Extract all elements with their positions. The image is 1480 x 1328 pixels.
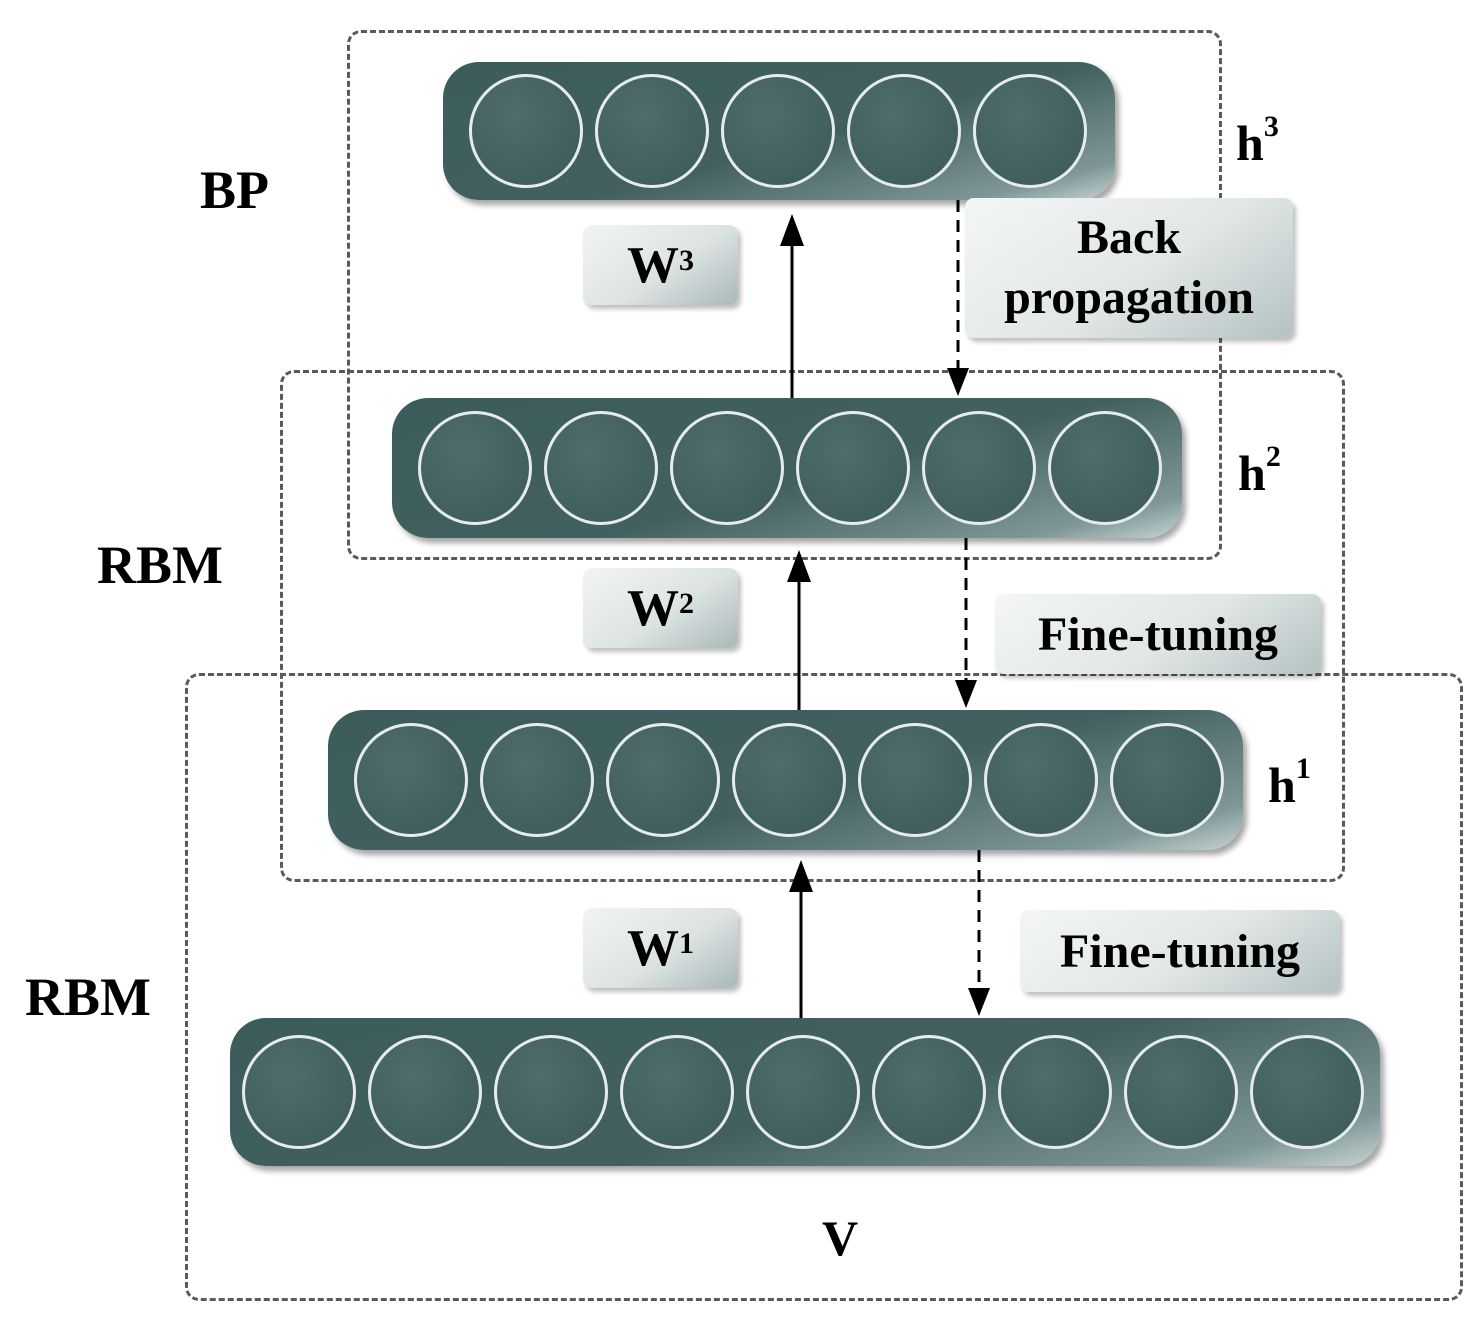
neuron <box>922 411 1036 525</box>
rbm-upper-group-box <box>280 370 1345 882</box>
rbm-upper-label: RBM <box>97 535 223 595</box>
neuron <box>796 411 910 525</box>
neuron <box>242 1035 356 1149</box>
neuron <box>1048 411 1162 525</box>
bp-label: BP <box>200 160 270 220</box>
arrow-up-h2-h3-head <box>780 214 804 246</box>
neuron <box>480 723 594 837</box>
neuron <box>368 1035 482 1149</box>
layer-h3 <box>443 62 1115 200</box>
arrow-up-h1-h2-head <box>787 550 811 582</box>
neuron <box>984 723 1098 837</box>
neuron <box>721 74 835 188</box>
h2-label: h2 <box>1238 440 1281 501</box>
neuron <box>858 723 972 837</box>
neuron <box>544 411 658 525</box>
neuron <box>1250 1035 1364 1149</box>
rbm-lower-label: RBM <box>25 967 151 1027</box>
tuning-arrows <box>947 200 990 1016</box>
neuron <box>1124 1035 1238 1149</box>
neuron <box>746 1035 860 1149</box>
forward-arrows <box>780 214 813 1018</box>
arrow-down-h1-v-head <box>968 988 990 1016</box>
h3-label: h3 <box>1236 110 1279 171</box>
neuron <box>872 1035 986 1149</box>
neuron <box>595 74 709 188</box>
neuron <box>354 723 468 837</box>
neuron <box>973 74 1087 188</box>
fine-tuning-upper-label: Fine-tuning <box>995 594 1321 674</box>
neuron <box>670 411 784 525</box>
neuron <box>418 411 532 525</box>
arrow-down-h2-h1-head <box>955 680 977 708</box>
h1-label: h1 <box>1268 752 1311 813</box>
rbm-lower-group-box <box>185 673 1463 1301</box>
neuron <box>469 74 583 188</box>
layer-h1 <box>328 710 1243 850</box>
neuron <box>998 1035 1112 1149</box>
arrow-up-v-h1-head <box>789 860 813 892</box>
fine-tuning-lower-label: Fine-tuning <box>1020 910 1340 992</box>
arrow-down-h3-h2-head <box>947 368 969 396</box>
layer-h2 <box>392 398 1182 538</box>
neuron <box>620 1035 734 1149</box>
neuron <box>606 723 720 837</box>
visible-label: V <box>822 1210 859 1266</box>
backpropagation-label: Back propagation <box>965 198 1293 338</box>
neuron <box>732 723 846 837</box>
layer-visible <box>230 1018 1380 1166</box>
neuron <box>1110 723 1224 837</box>
neuron <box>494 1035 608 1149</box>
neuron <box>847 74 961 188</box>
